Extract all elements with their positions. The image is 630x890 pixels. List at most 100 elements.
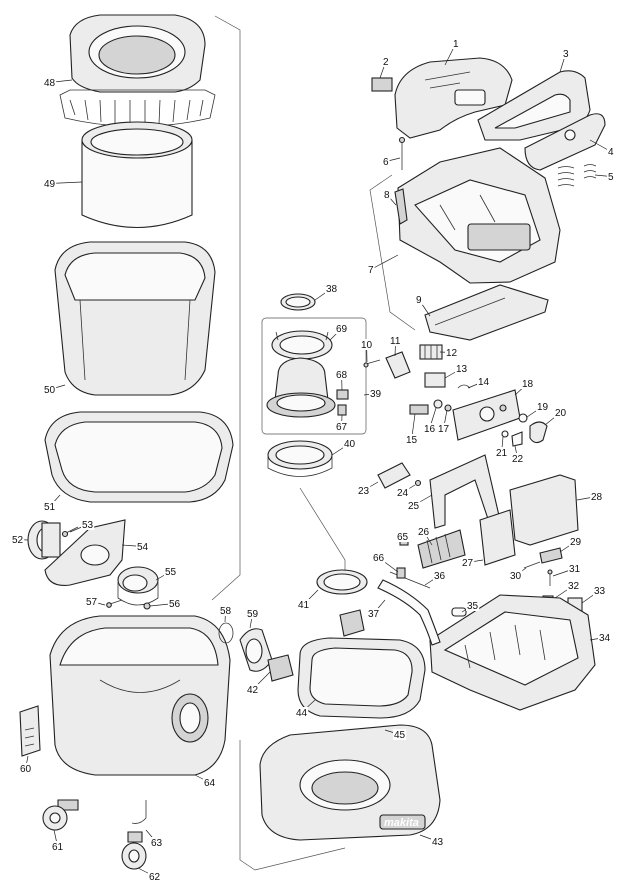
callout-bg-35	[466, 600, 480, 611]
callout-bg-64	[203, 777, 217, 788]
cover-28	[509, 474, 579, 546]
callout-38: 38	[326, 284, 338, 295]
callout-bg-67	[335, 421, 349, 432]
callout-bg-6	[382, 156, 390, 167]
callout-5: 5	[608, 172, 614, 183]
callout-bg-42	[246, 684, 260, 695]
callout-bg-11	[389, 335, 403, 346]
dust-basket-50	[54, 241, 216, 396]
callout-6: 6	[383, 157, 389, 168]
motor-ring-69	[271, 330, 333, 360]
callout-69: 69	[336, 324, 348, 335]
callout-bg-30	[509, 570, 523, 581]
callout-bg-40	[343, 438, 357, 449]
callout-bg-51	[43, 501, 57, 512]
callout-3: 3	[563, 49, 569, 60]
callout-bg-38	[325, 283, 339, 294]
tank-body-64	[49, 615, 231, 776]
callout-bg-18	[521, 378, 535, 389]
screw-57	[106, 599, 123, 608]
cap-19	[518, 413, 528, 423]
callout-bg-14	[477, 376, 491, 387]
pad-67	[337, 404, 347, 416]
callout-bg-29	[569, 536, 583, 547]
callout-15: 15	[406, 435, 418, 446]
callout-22: 22	[512, 454, 524, 465]
bracket-23	[377, 462, 411, 489]
leader-line-7	[370, 254, 399, 270]
callout-bg-53	[81, 519, 95, 530]
callout-bg-7	[367, 264, 375, 275]
callout-9: 9	[416, 295, 422, 306]
callout-bg-58	[219, 605, 233, 616]
callout-bg-69	[335, 323, 349, 334]
tube-35	[451, 607, 467, 617]
callout-bg-25	[407, 500, 421, 511]
callout-bg-3	[562, 48, 570, 59]
callout-bg-60	[19, 763, 33, 774]
callout-35: 35	[467, 601, 479, 612]
callout-bg-34	[598, 632, 612, 643]
callout-bg-45	[393, 729, 407, 740]
callout-bg-17	[437, 423, 451, 434]
callout-16: 16	[424, 424, 436, 435]
callout-bg-41	[297, 599, 311, 610]
callout-bg-63	[150, 837, 164, 848]
callout-bg-24	[396, 487, 410, 498]
callout-bg-49	[43, 178, 57, 189]
cushion-68	[336, 389, 349, 400]
clip-66	[396, 567, 406, 579]
callout-54: 54	[137, 542, 149, 553]
callout-29: 29	[570, 537, 582, 548]
callout-23: 23	[358, 486, 370, 497]
callout-bg-48	[43, 77, 57, 88]
callout-27: 27	[462, 558, 474, 569]
callout-7: 7	[368, 265, 374, 276]
callout-20: 20	[555, 408, 567, 419]
callout-4: 4	[608, 147, 614, 158]
callout-bg-13	[455, 363, 469, 374]
callout-59: 59	[247, 609, 259, 620]
callout-bg-65	[396, 531, 410, 542]
callout-63: 63	[151, 838, 163, 849]
callout-61: 61	[52, 842, 64, 853]
callout-bg-66	[372, 552, 386, 563]
screw-24	[414, 479, 422, 487]
callout-52: 52	[12, 535, 24, 546]
callout-bg-61	[51, 841, 65, 852]
callout-25: 25	[408, 501, 420, 512]
callout-44: 44	[296, 708, 308, 719]
callout-bg-2	[382, 56, 390, 67]
pin-17	[444, 404, 452, 412]
label-2	[371, 77, 393, 92]
callout-56: 56	[169, 599, 181, 610]
callout-11: 11	[390, 336, 401, 347]
plate-15	[409, 404, 429, 415]
callout-bg-31	[568, 563, 582, 574]
screw-31	[547, 569, 553, 586]
callout-39: 39	[370, 389, 382, 400]
callout-bg-12	[445, 347, 459, 358]
motor-assembly-box-39	[261, 317, 367, 435]
callout-14: 14	[478, 377, 490, 388]
callout-bg-4	[607, 146, 615, 157]
callout-45: 45	[394, 730, 406, 741]
callout-48: 48	[44, 78, 56, 89]
assembly-guide-lines	[211, 15, 416, 871]
callout-21: 21	[496, 448, 508, 459]
base-plate-43: makita	[259, 724, 441, 841]
callout-33: 33	[594, 586, 606, 597]
control-panel-18	[452, 389, 521, 441]
callout-bg-32	[567, 580, 581, 591]
callout-bg-56	[168, 598, 182, 609]
handle-3	[477, 70, 591, 141]
callout-13: 13	[456, 364, 468, 375]
callout-bg-9	[415, 294, 423, 305]
callout-bg-23	[357, 485, 371, 496]
callout-bg-27	[461, 557, 475, 568]
switch-13	[424, 372, 446, 388]
callout-17: 17	[438, 424, 450, 435]
lower-housing-34	[429, 594, 596, 711]
callout-2: 2	[383, 57, 389, 68]
switch-panel-4	[524, 113, 606, 171]
